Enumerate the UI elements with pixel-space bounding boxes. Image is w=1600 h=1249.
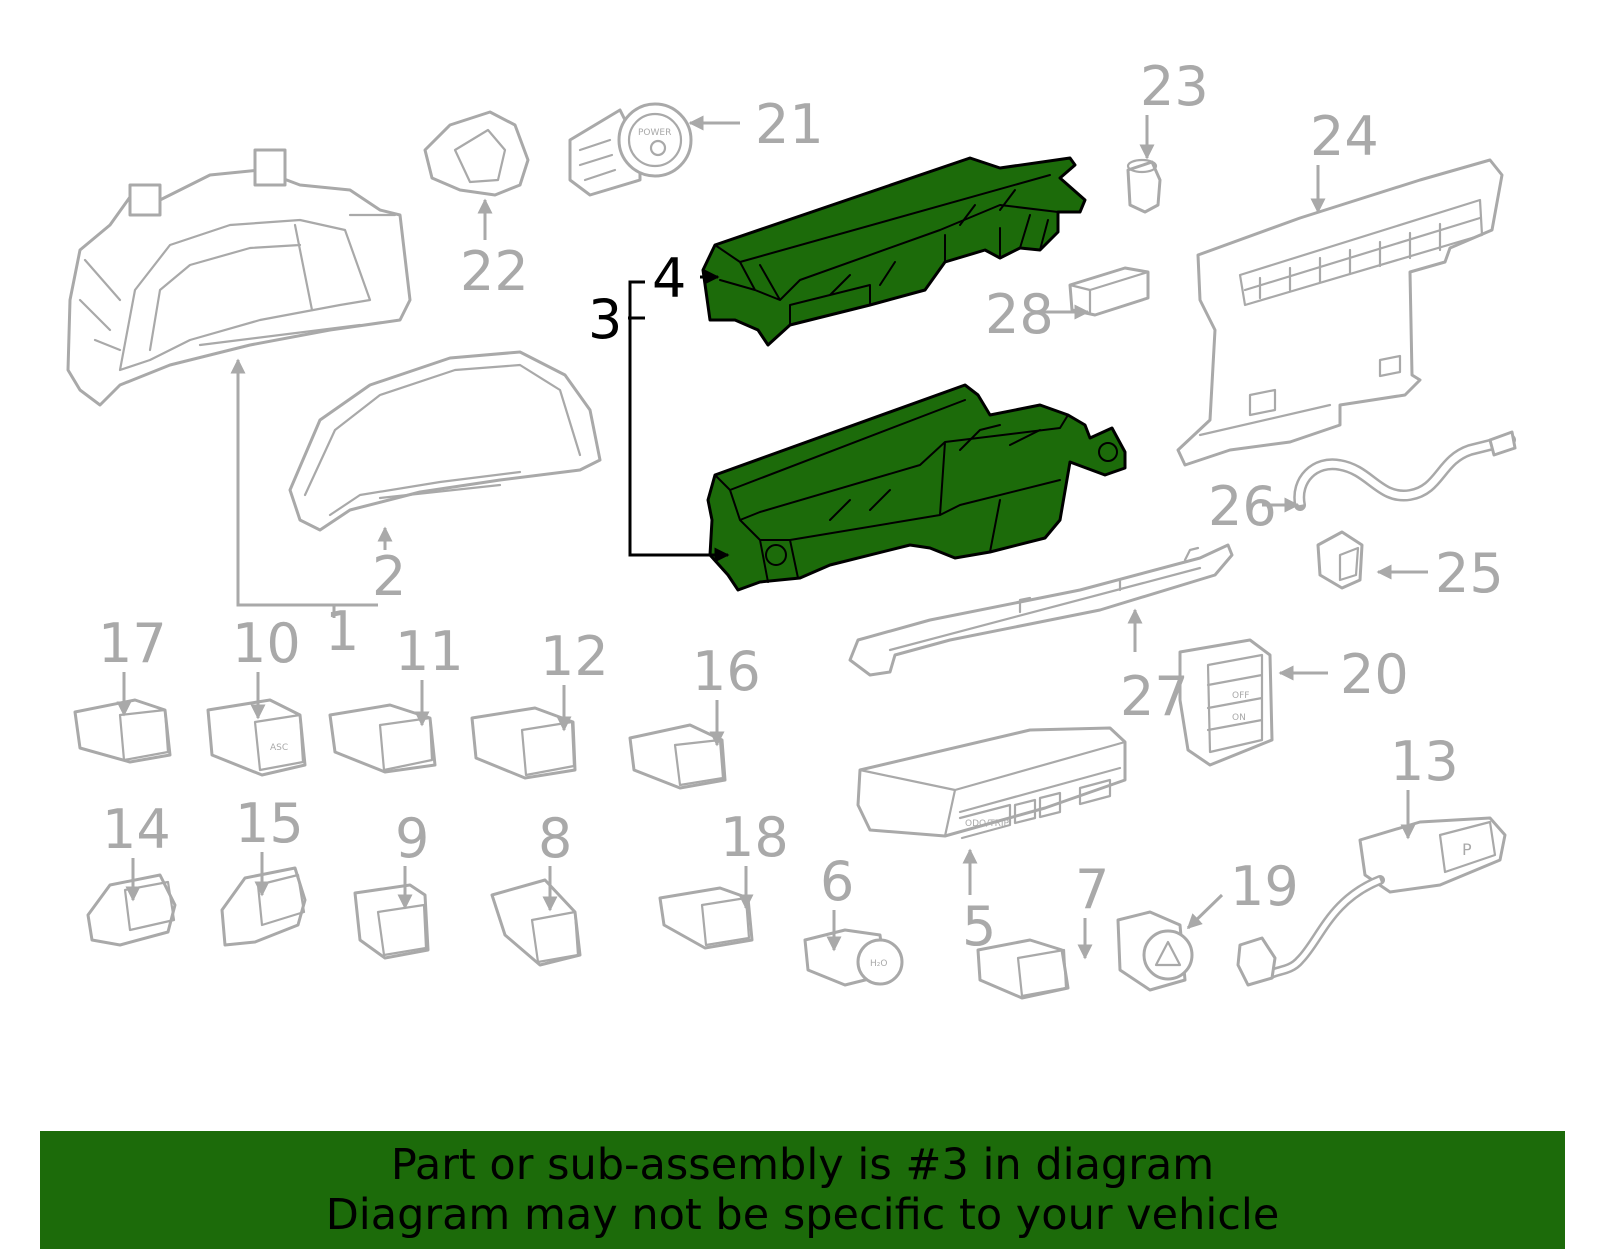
part-5-control-module[interactable]: ODO/TRIP (856, 726, 1127, 840)
part-18-switch[interactable] (658, 886, 754, 950)
callout-4: 4 (652, 247, 686, 310)
part-13-shift-switch[interactable]: P (1236, 816, 1507, 987)
part-19-hazard-switch[interactable] (1116, 910, 1194, 992)
info-banner: Part or sub-assembly is #3 in diagram Di… (40, 1131, 1565, 1249)
part-25-socket[interactable] (1316, 530, 1364, 590)
callout-labels: 1 2 3 4 5 6 7 8 9 10 11 12 13 14 15 16 1… (98, 55, 1504, 958)
leaders-gray (116, 115, 1428, 960)
part-1-cluster-housing[interactable] (66, 148, 412, 407)
part-6-h2o-switch[interactable]: H₂O (803, 928, 904, 987)
banner-line-2: Diagram may not be specific to your vehi… (325, 1190, 1280, 1240)
on-label: ON (1232, 713, 1246, 723)
part-27-trim-strip[interactable] (848, 543, 1234, 677)
leaders-black (628, 269, 730, 563)
h2o-label: H₂O (870, 959, 887, 969)
part-28-connector[interactable] (1068, 266, 1150, 317)
part-26-cable[interactable] (1293, 430, 1517, 511)
part-20-switch-panel[interactable]: OFF ON (1178, 638, 1274, 767)
part-11-switch[interactable] (328, 703, 437, 774)
part-3-console-box[interactable] (706, 383, 1127, 592)
callout-24: 24 (1310, 105, 1379, 168)
callout-25: 25 (1435, 542, 1504, 605)
part-17-switch[interactable] (73, 698, 172, 764)
asc-label: ASC (270, 743, 288, 753)
callout-9: 9 (395, 807, 429, 870)
callout-27: 27 (1120, 665, 1189, 728)
callout-12: 12 (540, 625, 609, 688)
part-12-switch[interactable] (470, 706, 577, 780)
callout-26: 26 (1208, 475, 1277, 538)
part-2-cluster-lens[interactable] (288, 350, 602, 532)
part-21-power-switch[interactable]: POWER (568, 102, 693, 197)
callout-10: 10 (232, 612, 301, 675)
part-22-switch-body[interactable] (423, 110, 530, 197)
callout-21: 21 (755, 93, 824, 156)
callout-22: 22 (460, 240, 529, 303)
callout-13: 13 (1390, 730, 1459, 793)
callout-19: 19 (1230, 855, 1299, 918)
part-24-climate-panel[interactable] (1176, 158, 1504, 467)
callout-20: 20 (1340, 643, 1409, 706)
off-label: OFF (1232, 691, 1249, 701)
callout-23: 23 (1140, 55, 1209, 118)
part-16-switch[interactable] (628, 723, 727, 790)
part-7-switch[interactable] (976, 938, 1070, 1000)
part-23-sensor[interactable] (1126, 158, 1162, 214)
banner-line-1: Part or sub-assembly is #3 in diagram (390, 1140, 1215, 1190)
part-8-switch[interactable] (490, 878, 582, 967)
callout-15: 15 (235, 792, 304, 855)
callout-11: 11 (395, 620, 464, 683)
part-10-asc-switch[interactable]: ASC (206, 698, 307, 777)
callout-28: 28 (985, 283, 1054, 346)
callout-14: 14 (102, 798, 171, 861)
callout-18: 18 (720, 806, 789, 869)
callout-6: 6 (820, 850, 854, 913)
power-label: POWER (638, 128, 671, 138)
part-14-switch[interactable] (86, 873, 177, 947)
p-label: P (1462, 840, 1472, 859)
callout-16: 16 (692, 640, 761, 703)
callout-2: 2 (372, 545, 406, 608)
part-9-switch[interactable] (353, 883, 430, 960)
callout-3: 3 (588, 288, 622, 351)
part-15-switch[interactable] (220, 866, 307, 947)
callout-8: 8 (538, 807, 572, 870)
part-4-upper-console[interactable] (701, 156, 1087, 347)
callout-1: 1 (325, 600, 359, 663)
odo-trip-label: ODO/TRIP (965, 819, 1010, 829)
callout-17: 17 (98, 612, 167, 675)
callout-5: 5 (962, 895, 996, 958)
callout-7: 7 (1075, 858, 1109, 921)
